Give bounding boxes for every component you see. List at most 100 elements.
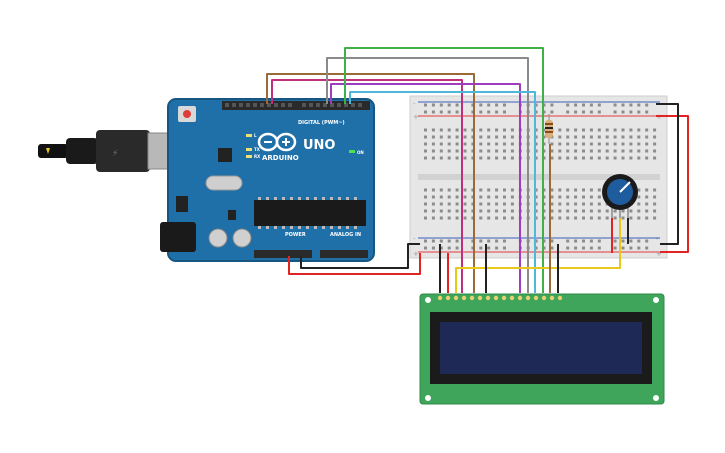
- breadboard-hole[interactable]: [558, 195, 562, 199]
- breadboard-hole[interactable]: [566, 188, 570, 192]
- breadboard-hole[interactable]: [550, 195, 554, 199]
- breadboard-hole[interactable]: [487, 216, 491, 220]
- breadboard-hole[interactable]: [621, 209, 625, 213]
- breadboard-hole[interactable]: [510, 135, 514, 139]
- breadboard-hole[interactable]: [621, 103, 625, 107]
- breadboard-hole[interactable]: [629, 103, 633, 107]
- breadboard-hole[interactable]: [637, 202, 641, 206]
- breadboard-hole[interactable]: [439, 216, 443, 220]
- lcd-pin[interactable]: [557, 295, 563, 301]
- breadboard-hole[interactable]: [566, 209, 570, 213]
- breadboard-hole[interactable]: [613, 246, 617, 250]
- breadboard-hole[interactable]: [534, 156, 538, 160]
- breadboard-hole[interactable]: [645, 195, 649, 199]
- breadboard-hole[interactable]: [439, 195, 443, 199]
- breadboard-hole[interactable]: [613, 135, 617, 139]
- breadboard-hole[interactable]: [503, 209, 506, 213]
- breadboard-hole[interactable]: [447, 128, 451, 132]
- breadboard-hole[interactable]: [589, 246, 593, 250]
- breadboard-hole[interactable]: [550, 149, 554, 153]
- breadboard-hole[interactable]: [424, 209, 427, 213]
- breadboard-hole[interactable]: [455, 239, 459, 243]
- breadboard-hole[interactable]: [463, 209, 467, 213]
- breadboard-hole[interactable]: [455, 188, 459, 192]
- breadboard-hole[interactable]: [487, 128, 491, 132]
- lcd-pin[interactable]: [533, 295, 539, 301]
- breadboard-hole[interactable]: [550, 202, 554, 206]
- breadboard-hole[interactable]: [582, 209, 585, 213]
- potentiometer[interactable]: [602, 174, 638, 218]
- breadboard-hole[interactable]: [431, 195, 435, 199]
- breadboard-hole[interactable]: [574, 156, 578, 160]
- breadboard-hole[interactable]: [424, 142, 427, 146]
- breadboard-hole[interactable]: [487, 103, 491, 107]
- breadboard-hole[interactable]: [558, 209, 562, 213]
- breadboard-hole[interactable]: [582, 103, 585, 107]
- breadboard-hole[interactable]: [455, 128, 459, 132]
- breadboard-hole[interactable]: [487, 142, 491, 146]
- breadboard-hole[interactable]: [637, 103, 641, 107]
- breadboard-hole[interactable]: [558, 156, 562, 160]
- breadboard-hole[interactable]: [534, 128, 538, 132]
- breadboard-hole[interactable]: [439, 246, 443, 250]
- breadboard-hole[interactable]: [589, 188, 593, 192]
- breadboard-hole[interactable]: [534, 246, 538, 250]
- breadboard-hole[interactable]: [431, 216, 435, 220]
- breadboard-hole[interactable]: [558, 142, 562, 146]
- breadboard-hole[interactable]: [424, 156, 427, 160]
- breadboard-hole[interactable]: [431, 135, 435, 139]
- breadboard-hole[interactable]: [597, 103, 601, 107]
- breadboard-hole[interactable]: [495, 149, 499, 153]
- breadboard-hole[interactable]: [597, 135, 601, 139]
- breadboard-hole[interactable]: [463, 188, 467, 192]
- breadboard-hole[interactable]: [503, 246, 506, 250]
- breadboard-hole[interactable]: [613, 209, 617, 213]
- breadboard-hole[interactable]: [534, 110, 538, 114]
- breadboard-hole[interactable]: [503, 103, 506, 107]
- breadboard-hole[interactable]: [495, 195, 499, 199]
- breadboard-hole[interactable]: [534, 103, 538, 107]
- breadboard-hole[interactable]: [574, 135, 578, 139]
- breadboard-hole[interactable]: [431, 103, 435, 107]
- breadboard-hole[interactable]: [487, 195, 491, 199]
- breadboard-hole[interactable]: [653, 135, 657, 139]
- breadboard-hole[interactable]: [431, 209, 435, 213]
- breadboard-hole[interactable]: [645, 209, 649, 213]
- breadboard-hole[interactable]: [503, 149, 506, 153]
- breadboard-hole[interactable]: [629, 142, 633, 146]
- lcd-pin[interactable]: [493, 295, 499, 301]
- breadboard-hole[interactable]: [629, 135, 633, 139]
- breadboard-hole[interactable]: [574, 209, 578, 213]
- breadboard-hole[interactable]: [510, 216, 514, 220]
- breadboard-hole[interactable]: [589, 149, 593, 153]
- breadboard-hole[interactable]: [566, 110, 570, 114]
- breadboard-hole[interactable]: [613, 128, 617, 132]
- breadboard-hole[interactable]: [589, 239, 593, 243]
- breadboard-hole[interactable]: [566, 103, 570, 107]
- breadboard-hole[interactable]: [455, 156, 459, 160]
- breadboard-hole[interactable]: [597, 142, 601, 146]
- breadboard-hole[interactable]: [439, 142, 443, 146]
- breadboard-hole[interactable]: [589, 156, 593, 160]
- breadboard-hole[interactable]: [637, 246, 641, 250]
- breadboard-hole[interactable]: [447, 202, 451, 206]
- breadboard-hole[interactable]: [495, 103, 499, 107]
- breadboard-hole[interactable]: [582, 239, 585, 243]
- breadboard-hole[interactable]: [645, 246, 649, 250]
- breadboard-hole[interactable]: [439, 239, 443, 243]
- breadboard-hole[interactable]: [487, 135, 491, 139]
- breadboard-hole[interactable]: [629, 149, 633, 153]
- breadboard-hole[interactable]: [629, 216, 633, 220]
- breadboard-hole[interactable]: [503, 202, 506, 206]
- breadboard-hole[interactable]: [589, 110, 593, 114]
- breadboard-hole[interactable]: [424, 246, 427, 250]
- breadboard-hole[interactable]: [479, 246, 483, 250]
- breadboard-hole[interactable]: [589, 202, 593, 206]
- arduino-board[interactable]: ARDUINO UNO DIGITAL (PWM~) POWER ANALOG …: [160, 98, 375, 262]
- breadboard-hole[interactable]: [439, 209, 443, 213]
- breadboard-hole[interactable]: [487, 202, 491, 206]
- breadboard-hole[interactable]: [629, 110, 633, 114]
- breadboard-hole[interactable]: [495, 188, 499, 192]
- breadboard-hole[interactable]: [574, 149, 578, 153]
- breadboard-hole[interactable]: [597, 216, 601, 220]
